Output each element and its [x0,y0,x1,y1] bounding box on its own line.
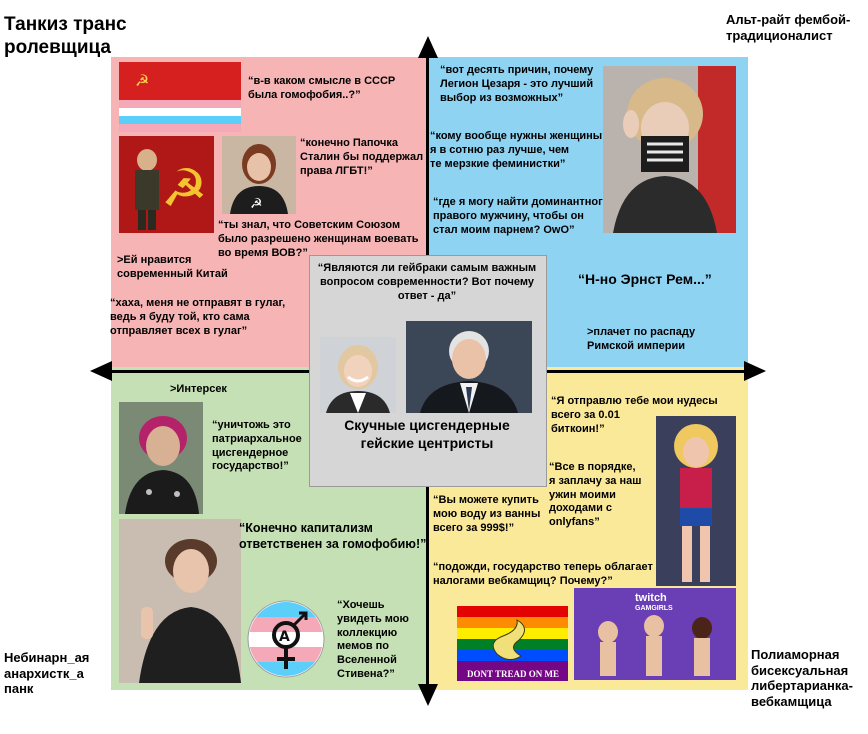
tr-quote-1: “вот десять причин, почему Легион Цезаря… [440,64,594,104]
bl-quote-2: “Конечно капитализм ответственен за гомо… [239,521,427,552]
tl-quote-2: “конечно Папочка Сталин бы поддержал пра… [300,137,424,177]
tl-greentext: >Ей нравится современный Китай [117,254,228,280]
svg-text:☭: ☭ [161,159,208,219]
punk-person-2-photo [119,519,241,683]
br-quote-4: “подожди, государство теперь облагает на… [433,561,653,587]
centrist-woman-photo [320,337,396,413]
arrow-left-icon [90,361,112,381]
svg-text:A: A [279,629,290,645]
corner-label-top-left: Танкиз транс ролевщица [4,14,127,58]
tl-quote-1: “в-в каком смысле в СССР была гомофобия.… [248,75,396,101]
twitch-gamergirls-image [574,588,736,680]
punk-person-1-photo [119,402,203,514]
tl-quote-4: “хаха, меня не отправят в гулаг, ведь я … [110,297,286,337]
arrow-up-icon [418,36,438,58]
corner-label-bottom-right: Полиаморная бисексуальная либертарианка-… [751,647,853,709]
center-question: “Являются ли гейбраки самым важным вопро… [317,262,537,302]
soviet-soldier-image: ☭ [119,136,214,233]
corner-label-top-right: Альт-райт фембой- традиционалист [726,12,851,43]
tr-quote-3: “где я могу найти доминантного правого м… [433,196,610,236]
arrow-right-icon [744,361,766,381]
twitch-label: twitch [635,592,667,604]
svg-text:☭: ☭ [250,196,263,212]
gadsden-rainbow-flag-image [457,606,568,681]
tr-greentext: >плачет по распаду Римской империи [587,326,696,352]
bl-greentext: >Интерсек [170,383,227,395]
girl-hammer-sickle-shirt-image: ☭ [222,136,296,214]
twitch-sub-label: GAMGIRLS [635,605,673,612]
bl-quote-1: “уничтожь это патриархальное цисгендерно… [212,419,302,473]
tl-quote-3: “ты знал, что Советским Союзом было разр… [218,219,419,259]
br-quote-3: “Вы можете купить мою воду из ванны всег… [433,494,541,534]
flag-caption: DONT TREAD ON ME [467,669,559,679]
tr-quote-4: “Н-но Эрнст Рем...” [578,271,712,287]
arrow-down-icon [418,684,438,706]
br-quote-2: “Все в порядке, я заплачу за наш ужин мо… [549,461,642,528]
cosplay-girl-photo [656,416,736,586]
center-label: Скучные цисгендерные гейские центристы [344,417,510,452]
bl-quote-3: “Хочешь увидеть мою коллекцию мемов по В… [337,599,409,680]
trans-anarchy-badge-icon: A [246,599,326,679]
corner-label-bottom-left: Небинарн_ая анархистк_а панк [4,650,90,697]
soviet-trans-flag-image: ☭ [119,62,241,132]
br-quote-1: “Я отправлю тебе мои нудесы всего за 0.0… [551,395,718,435]
tr-quote-2: “кому вообще нужны женщины? я в сотню ра… [430,130,609,170]
svg-text:☭: ☭ [135,71,149,90]
centrist-man-photo [406,321,532,413]
masked-femboy-image [603,66,736,233]
